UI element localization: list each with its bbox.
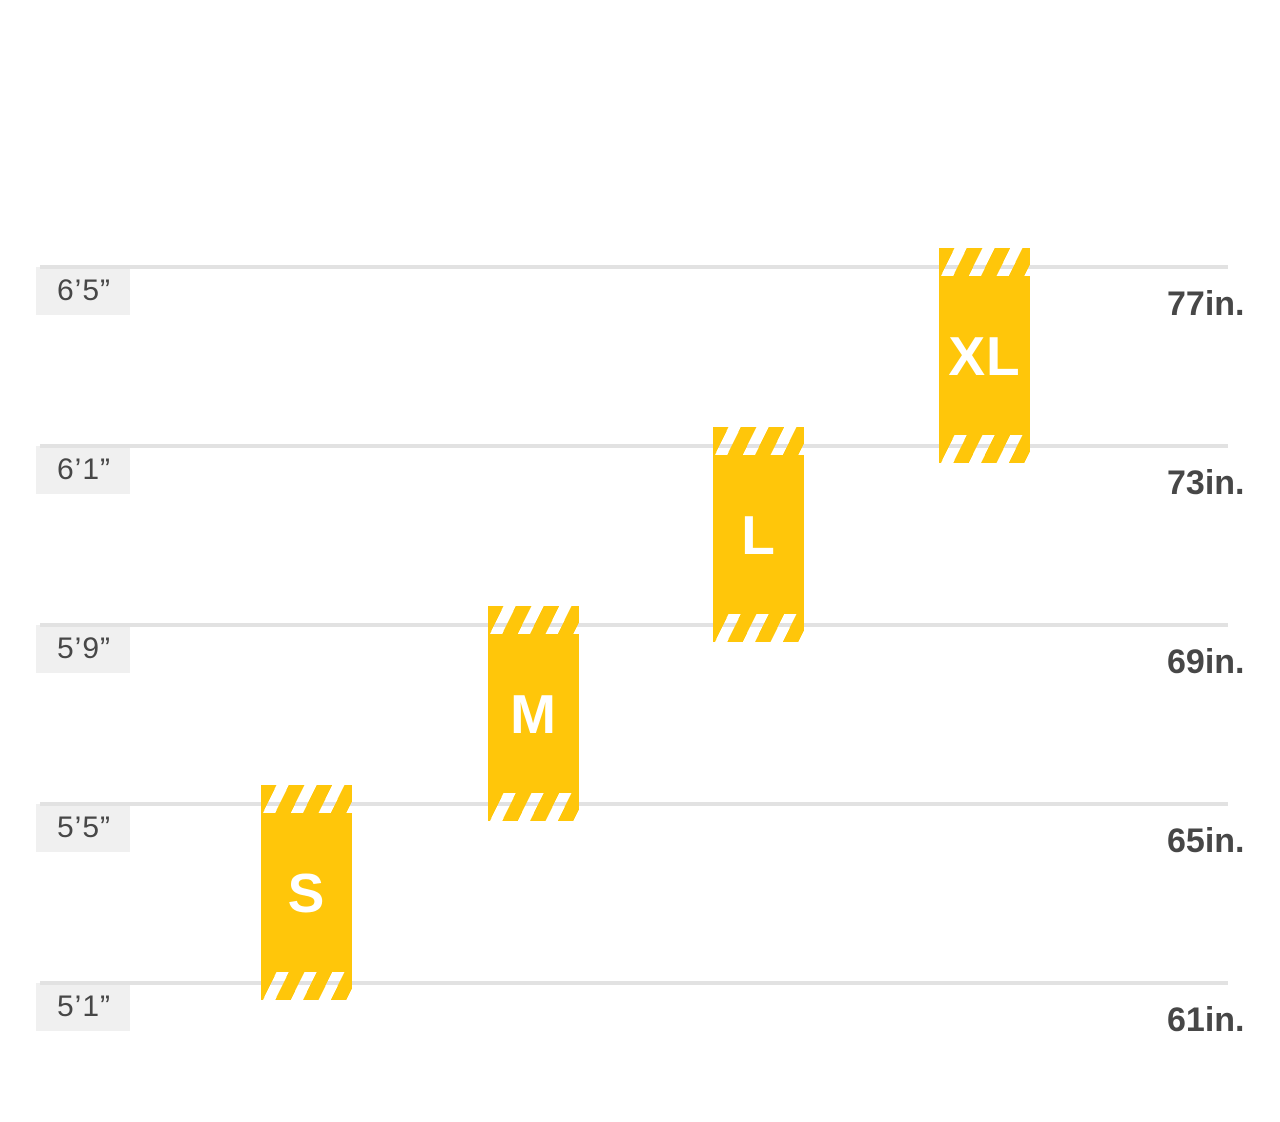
size-bar-s: S — [261, 785, 352, 1000]
tick-right-65in: 65in. — [1167, 822, 1245, 860]
size-bar-body: L — [713, 455, 804, 614]
tick-right-69in: 69in. — [1167, 643, 1245, 681]
tick-left-5ft9: 5’9” — [36, 625, 130, 673]
overlap-hatch-bottom — [713, 614, 804, 642]
size-bar-body: S — [261, 813, 352, 972]
size-bar-l: L — [713, 427, 804, 642]
gridline-61in — [40, 981, 1228, 985]
size-bar-xl: XL — [939, 248, 1030, 463]
size-bar-body: M — [488, 634, 579, 793]
overlap-hatch-top — [713, 427, 804, 455]
overlap-hatch-bottom — [261, 972, 352, 1000]
gridline-65in — [40, 802, 1228, 806]
overlap-hatch-top — [261, 785, 352, 813]
overlap-hatch-bottom — [488, 793, 579, 821]
size-bar-m: M — [488, 606, 579, 821]
gridline-73in — [40, 444, 1228, 448]
tick-left-5ft1: 5’1” — [36, 983, 130, 1031]
size-label-m: M — [510, 682, 557, 745]
tick-right-73in: 73in. — [1167, 464, 1245, 502]
tick-left-6ft5: 6’5” — [36, 267, 130, 315]
gridline-77in — [40, 265, 1228, 269]
size-label-s: S — [287, 861, 326, 924]
size-label-xl: XL — [948, 324, 1021, 387]
tick-left-5ft5: 5’5” — [36, 804, 130, 852]
gridline-69in — [40, 623, 1228, 627]
tick-right-61in: 61in. — [1167, 1001, 1245, 1039]
overlap-hatch-top — [488, 606, 579, 634]
size-label-l: L — [741, 503, 776, 566]
size-bar-body: XL — [939, 276, 1030, 435]
overlap-hatch-bottom — [939, 435, 1030, 463]
tick-left-6ft1: 6’1” — [36, 446, 130, 494]
overlap-hatch-top — [939, 248, 1030, 276]
tick-right-77in: 77in. — [1167, 285, 1245, 323]
